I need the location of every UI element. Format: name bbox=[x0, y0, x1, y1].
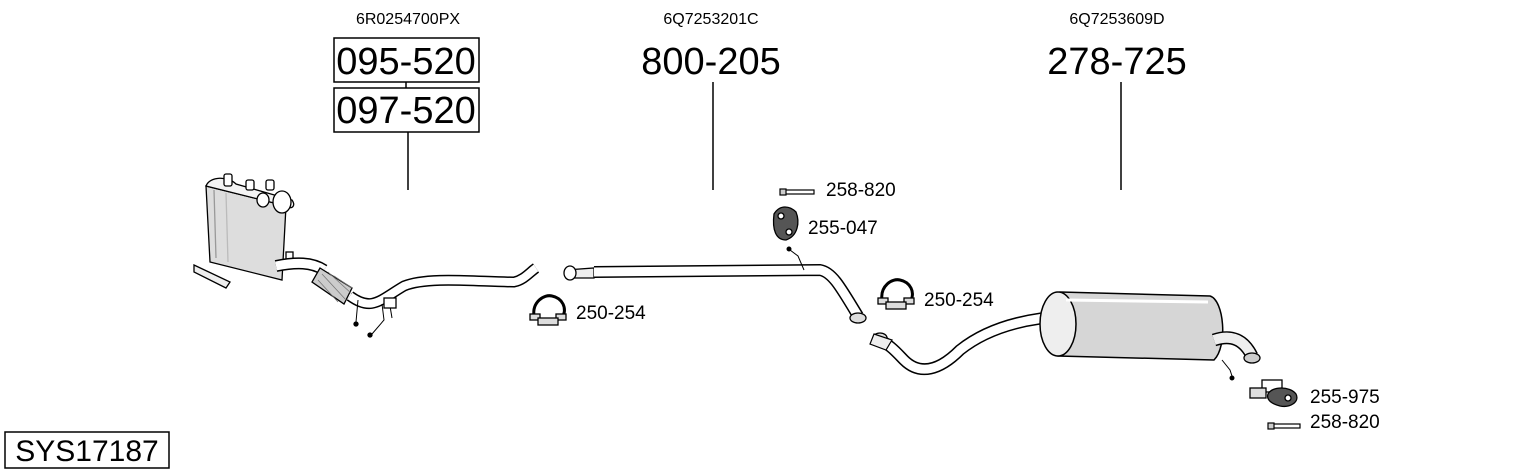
middle-pipe-part-number[interactable]: 800-205 bbox=[641, 41, 780, 83]
hanger-mid-drawing[interactable] bbox=[772, 206, 799, 241]
system-code-box: SYS17187 bbox=[4, 431, 170, 469]
clamp-right-label[interactable]: 250-254 bbox=[924, 290, 994, 311]
rear-silencer-part-number[interactable]: 278-725 bbox=[1047, 41, 1186, 83]
dpf-part-box-b[interactable]: 097-520 bbox=[333, 87, 480, 133]
clamp-left-drawing[interactable] bbox=[529, 294, 567, 326]
oem-number-dpf: 6R0254700PX bbox=[356, 11, 460, 28]
oem-number-rear-silencer: 6Q7253609D bbox=[1069, 11, 1164, 28]
bolt-mid-label[interactable]: 258-820 bbox=[826, 180, 896, 201]
rear-silencer-drawing[interactable] bbox=[869, 291, 1261, 381]
bolt-rear-label[interactable]: 258-820 bbox=[1310, 412, 1380, 433]
dpf-part-number-b: 097-520 bbox=[336, 90, 475, 132]
hanger-rear-drawing[interactable] bbox=[1249, 379, 1298, 408]
hanger-mid-label[interactable]: 255-047 bbox=[808, 218, 878, 239]
dpf-part-box-a[interactable]: 095-520 bbox=[333, 37, 480, 83]
middle-pipe-drawing[interactable] bbox=[563, 246, 867, 324]
system-code: SYS17187 bbox=[15, 435, 158, 468]
bolt-rear-drawing[interactable] bbox=[1267, 422, 1301, 430]
clamp-right-drawing[interactable] bbox=[877, 278, 915, 310]
hanger-rear-label[interactable]: 255-975 bbox=[1310, 387, 1380, 408]
dpf-part-number-a: 095-520 bbox=[336, 41, 475, 83]
dpf-assembly-drawing[interactable] bbox=[193, 173, 540, 338]
clamp-left-label[interactable]: 250-254 bbox=[576, 303, 646, 324]
oem-number-middle-pipe: 6Q7253201C bbox=[663, 11, 758, 28]
bolt-mid-drawing[interactable] bbox=[779, 188, 815, 196]
